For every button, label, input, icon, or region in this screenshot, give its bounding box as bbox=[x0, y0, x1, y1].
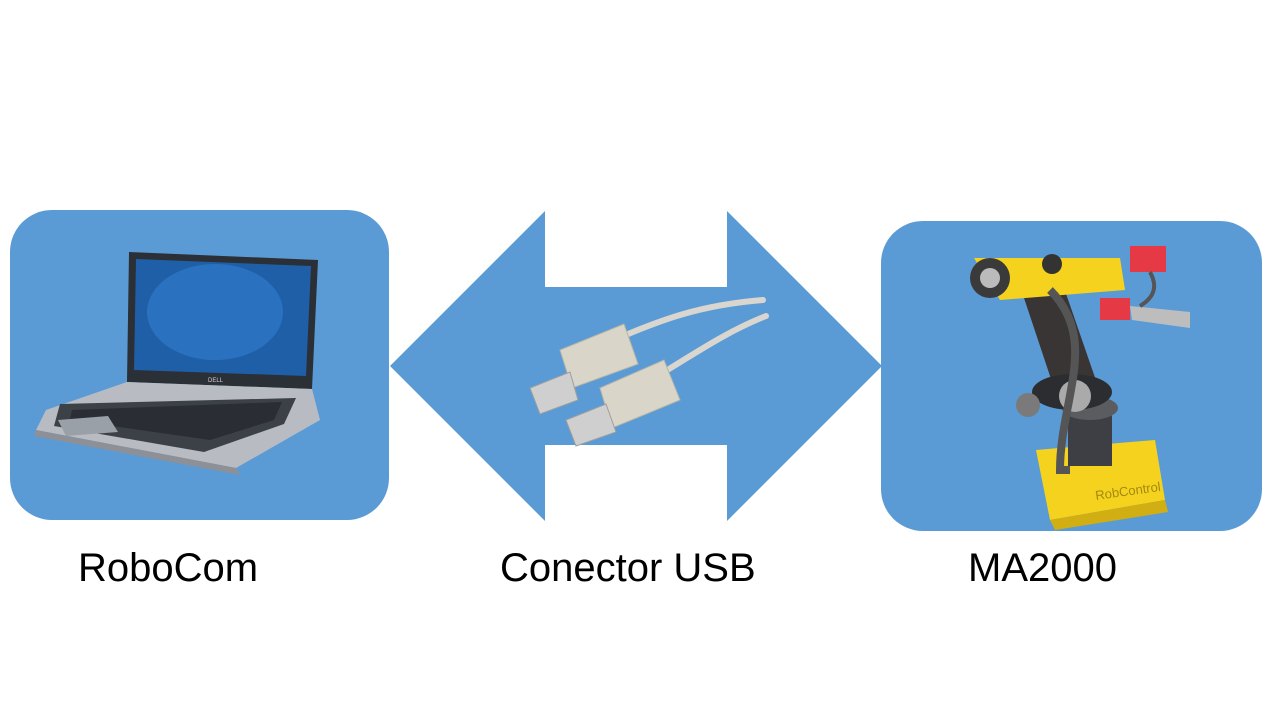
laptop-icon bbox=[34, 252, 320, 475]
bidirectional-arrow bbox=[390, 211, 882, 521]
laptop-brand-text: DELL bbox=[208, 378, 224, 384]
robot-arm-icon bbox=[970, 246, 1190, 530]
usb-connector-label: Conector USB bbox=[500, 546, 756, 590]
usb-cable-icon bbox=[529, 297, 769, 447]
robocom-label: RoboCom bbox=[78, 546, 259, 590]
ma2000-label: MA2000 bbox=[968, 546, 1117, 590]
